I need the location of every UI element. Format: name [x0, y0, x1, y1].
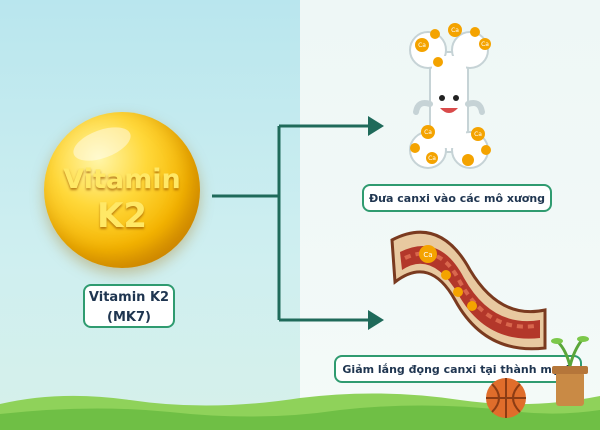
- vitamin-k2-label-line1: Vitamin K2: [88, 290, 170, 305]
- capsule-text-vitamin: Vitamin: [63, 164, 181, 195]
- svg-text:Ca: Ca: [451, 27, 459, 34]
- outcome-bone-label: Đưa canxi vào các mô xương: [362, 184, 552, 212]
- svg-text:Ca: Ca: [481, 41, 489, 48]
- svg-text:Ca: Ca: [418, 42, 426, 49]
- basketball-icon: [486, 378, 526, 418]
- arrow-head-top: [368, 116, 384, 136]
- vitamin-k2-label-line2: (MK7): [107, 310, 151, 325]
- vitamin-k2-capsule: Vitamin K2: [44, 112, 200, 268]
- svg-text:Ca: Ca: [423, 251, 432, 259]
- bone-icon: [409, 31, 489, 169]
- svg-text:Ca: Ca: [424, 129, 432, 136]
- svg-text:Ca: Ca: [428, 155, 436, 162]
- vitamin-k2-label: Vitamin K2 (MK7): [83, 284, 175, 328]
- calcium-particles-vessel: Ca: [419, 245, 477, 311]
- outcome-vessel-label: Giảm lắng đọng canxi tại thành mạch: [334, 355, 582, 383]
- svg-text:Ca: Ca: [474, 131, 482, 138]
- calcium-particles-bone: Ca Ca Ca Ca Ca Ca: [410, 23, 491, 166]
- plant-pot-icon: [551, 336, 589, 406]
- grass-ground: [0, 393, 600, 430]
- arrow-head-bottom: [368, 310, 384, 330]
- capsule-text-k2: K2: [96, 196, 147, 236]
